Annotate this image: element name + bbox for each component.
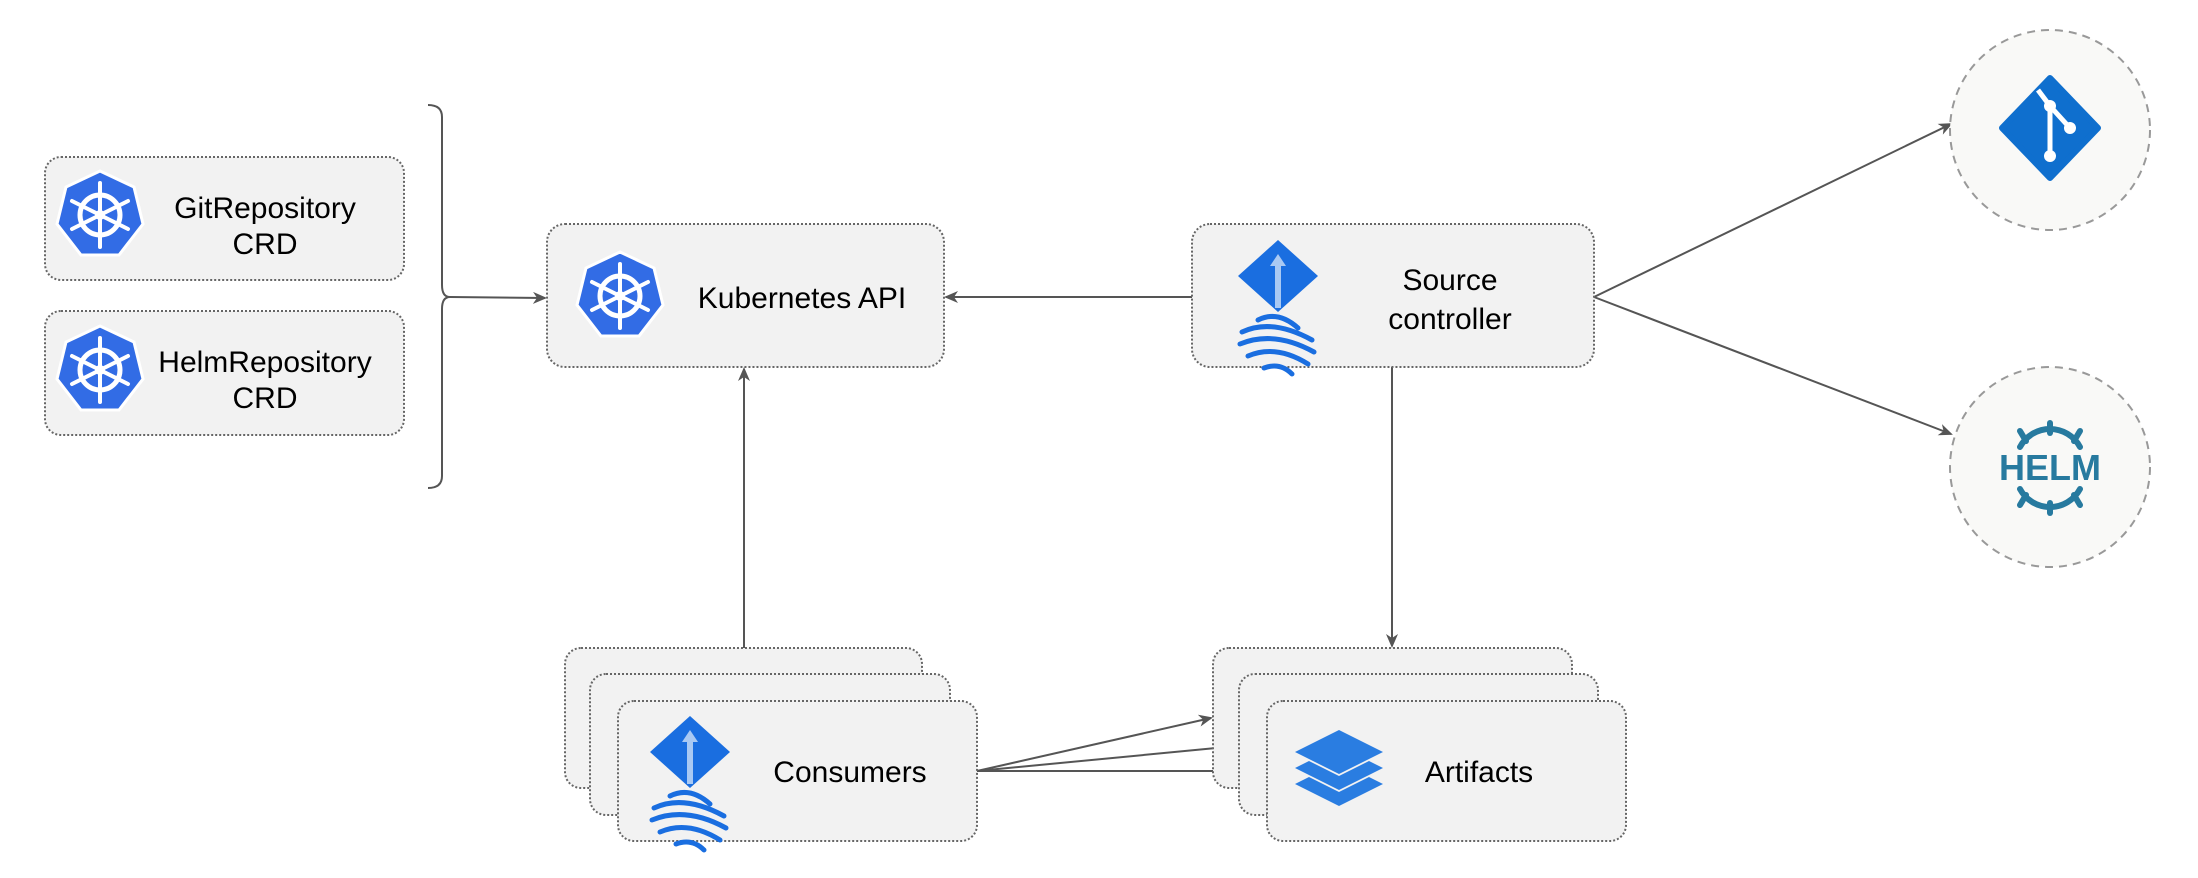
kubernetes-icon [577,252,663,336]
node-kubernetes-api[interactable]: Kubernetes API [546,223,945,368]
node-label-line2: CRD [233,228,298,261]
edge-consumers-to-artifacts-2 [976,741,1239,772]
node-gitrepository-crd[interactable]: GitRepository CRD [44,156,405,281]
git-icon [1999,75,2101,181]
node-label-line2: CRD [233,382,298,415]
edge-source-to-helm [1593,296,1953,436]
edge-consumers-to-artifacts-1 [976,714,1213,772]
edge-crds-to-api [449,291,547,304]
kubernetes-icon [57,326,143,410]
node-label-line1: HelmRepository [158,346,371,379]
node-label-line1: GitRepository [174,192,356,225]
brace [427,104,451,489]
node-label: Consumers [773,756,926,789]
node-label: Artifacts [1425,756,1533,789]
helm-icon: HELM [1999,420,2101,516]
edge-source-to-git [1593,123,1953,298]
node-artifacts[interactable]: Artifacts [1212,647,1627,842]
node-source-controller[interactable]: Source controller [1191,223,1595,374]
helm-wordmark: HELM [1999,447,2101,488]
node-git[interactable] [1949,29,2151,231]
node-label-line1: Source [1402,264,1497,297]
node-consumers[interactable]: Consumers [564,647,978,850]
node-label: Kubernetes API [698,282,906,315]
node-helm[interactable]: HELM [1949,366,2151,568]
node-label-line2: controller [1388,303,1511,336]
kubernetes-icon [57,171,143,255]
node-helmrepository-crd[interactable]: HelmRepository CRD [44,310,405,436]
